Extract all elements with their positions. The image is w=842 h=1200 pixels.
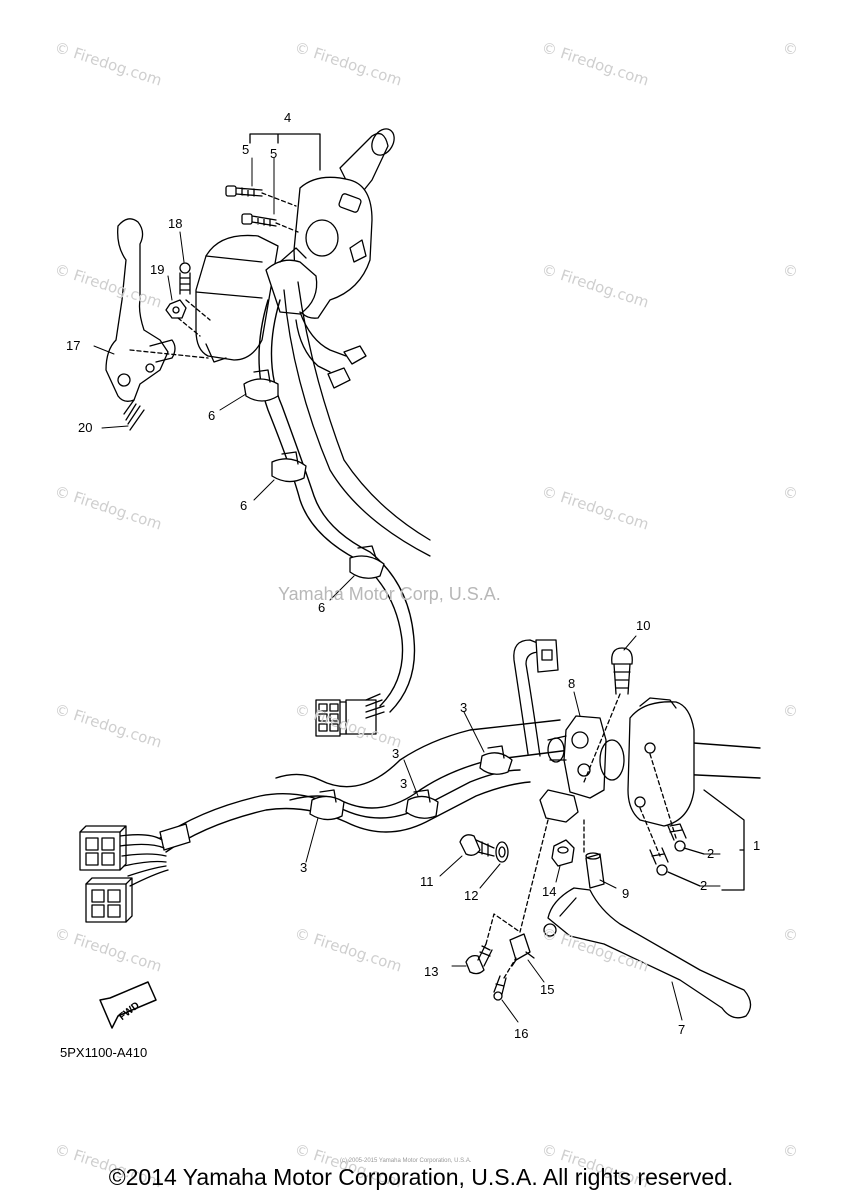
callout-17: 17	[66, 338, 81, 353]
screw-5b	[241, 213, 277, 227]
callout-11: 11	[420, 874, 434, 889]
callout-8: 8	[568, 676, 576, 691]
sleeve-9	[585, 852, 605, 889]
right-handlebar-assembly	[79, 639, 761, 1019]
nut-14	[551, 839, 575, 867]
cable-clip-3	[309, 745, 513, 821]
bolt-13	[465, 943, 493, 975]
bolt-11	[459, 834, 495, 857]
bolt-10	[611, 647, 633, 695]
screw-16	[493, 975, 507, 1001]
screw-2b	[649, 847, 669, 876]
callout-12: 12	[464, 888, 479, 903]
lever-holder	[539, 789, 579, 823]
brake-lever-7	[543, 887, 752, 1019]
screw-5a	[225, 185, 263, 197]
callout-20: 20	[78, 420, 93, 435]
switch-housing-1	[599, 697, 695, 827]
callout-13: 13	[424, 964, 439, 979]
clutch-lever-17	[105, 218, 176, 402]
screw-2a	[667, 823, 687, 852]
callout-3: 3	[392, 746, 400, 761]
part-code: 5PX1100-A410	[60, 1045, 148, 1060]
nut-19	[165, 299, 187, 319]
copyright-small: (c) 2005-2015 Yamaha Motor Corporation, …	[340, 1158, 472, 1164]
left-handlebar-assembly	[105, 128, 431, 737]
callout-1: 1	[753, 838, 761, 853]
callout-15: 15	[540, 982, 555, 997]
center-watermark: Yamaha Motor Corp, U.S.A.	[278, 584, 501, 604]
washer-12	[495, 841, 509, 863]
switch-15	[509, 933, 535, 967]
callout-7: 7	[678, 1022, 686, 1037]
callout-18: 18	[168, 216, 183, 231]
callout-10: 10	[636, 618, 651, 633]
screw-18	[179, 262, 191, 295]
callout-14: 14	[542, 884, 557, 899]
callout-16: 16	[514, 1026, 529, 1041]
callout-2: 2	[700, 878, 708, 893]
callout-6: 6	[318, 600, 326, 615]
master-cylinder-8	[547, 715, 607, 799]
callout-19: 19	[150, 262, 165, 277]
callout-3: 3	[460, 700, 468, 715]
callout-2: 2	[707, 846, 715, 861]
callout-9: 9	[622, 886, 630, 901]
connector-upper	[315, 693, 385, 737]
connector-lower-a	[79, 825, 127, 871]
fwd-arrow	[99, 981, 157, 1029]
callout-3: 3	[400, 776, 408, 791]
callout-6: 6	[208, 408, 216, 423]
leader-lines	[93, 157, 721, 1023]
callout-4: 4	[284, 110, 292, 125]
spring-20	[123, 399, 145, 431]
callout-5: 5	[270, 146, 278, 161]
callout-5: 5	[242, 142, 250, 157]
connector-lower-b	[85, 877, 133, 923]
callout-6: 6	[240, 498, 248, 513]
cable-clip-6	[243, 369, 385, 579]
copyright: ©2014 Yamaha Motor Corporation, U.S.A. A…	[108, 1164, 734, 1190]
callout-3: 3	[300, 860, 308, 875]
